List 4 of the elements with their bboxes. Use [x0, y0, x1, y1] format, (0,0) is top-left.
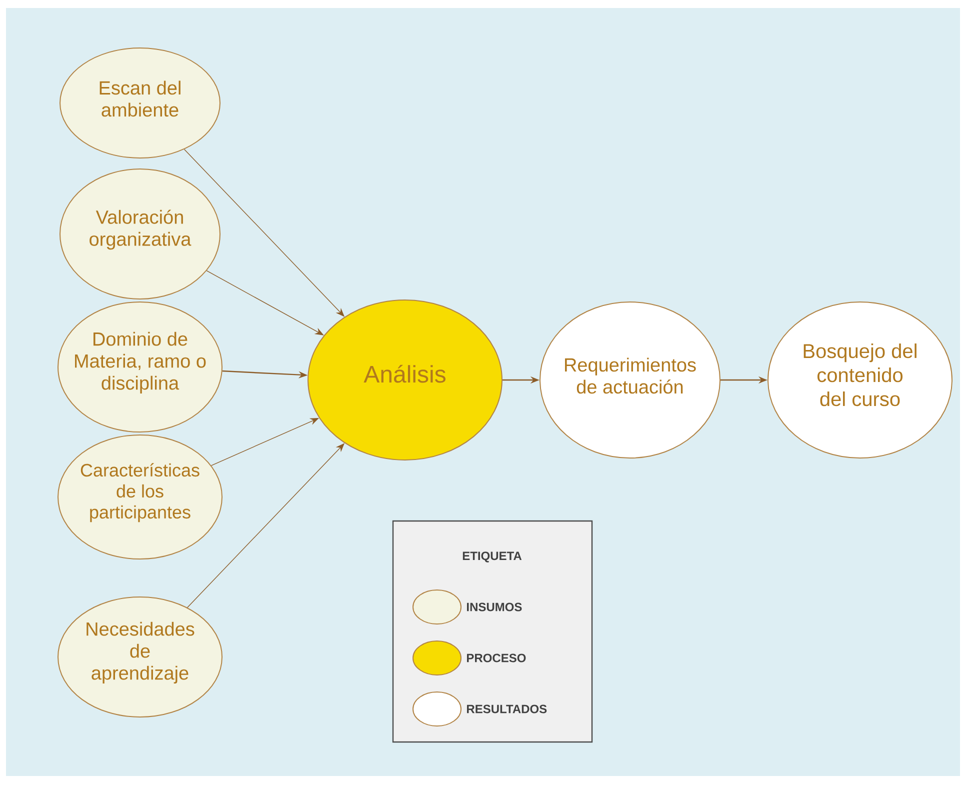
legend-label: PROCESO — [467, 654, 526, 662]
legend-label: RESULTADOS — [467, 704, 547, 714]
legend-label: INSUMOS — [467, 602, 522, 612]
legend-title: ETIQUETA — [462, 552, 522, 562]
